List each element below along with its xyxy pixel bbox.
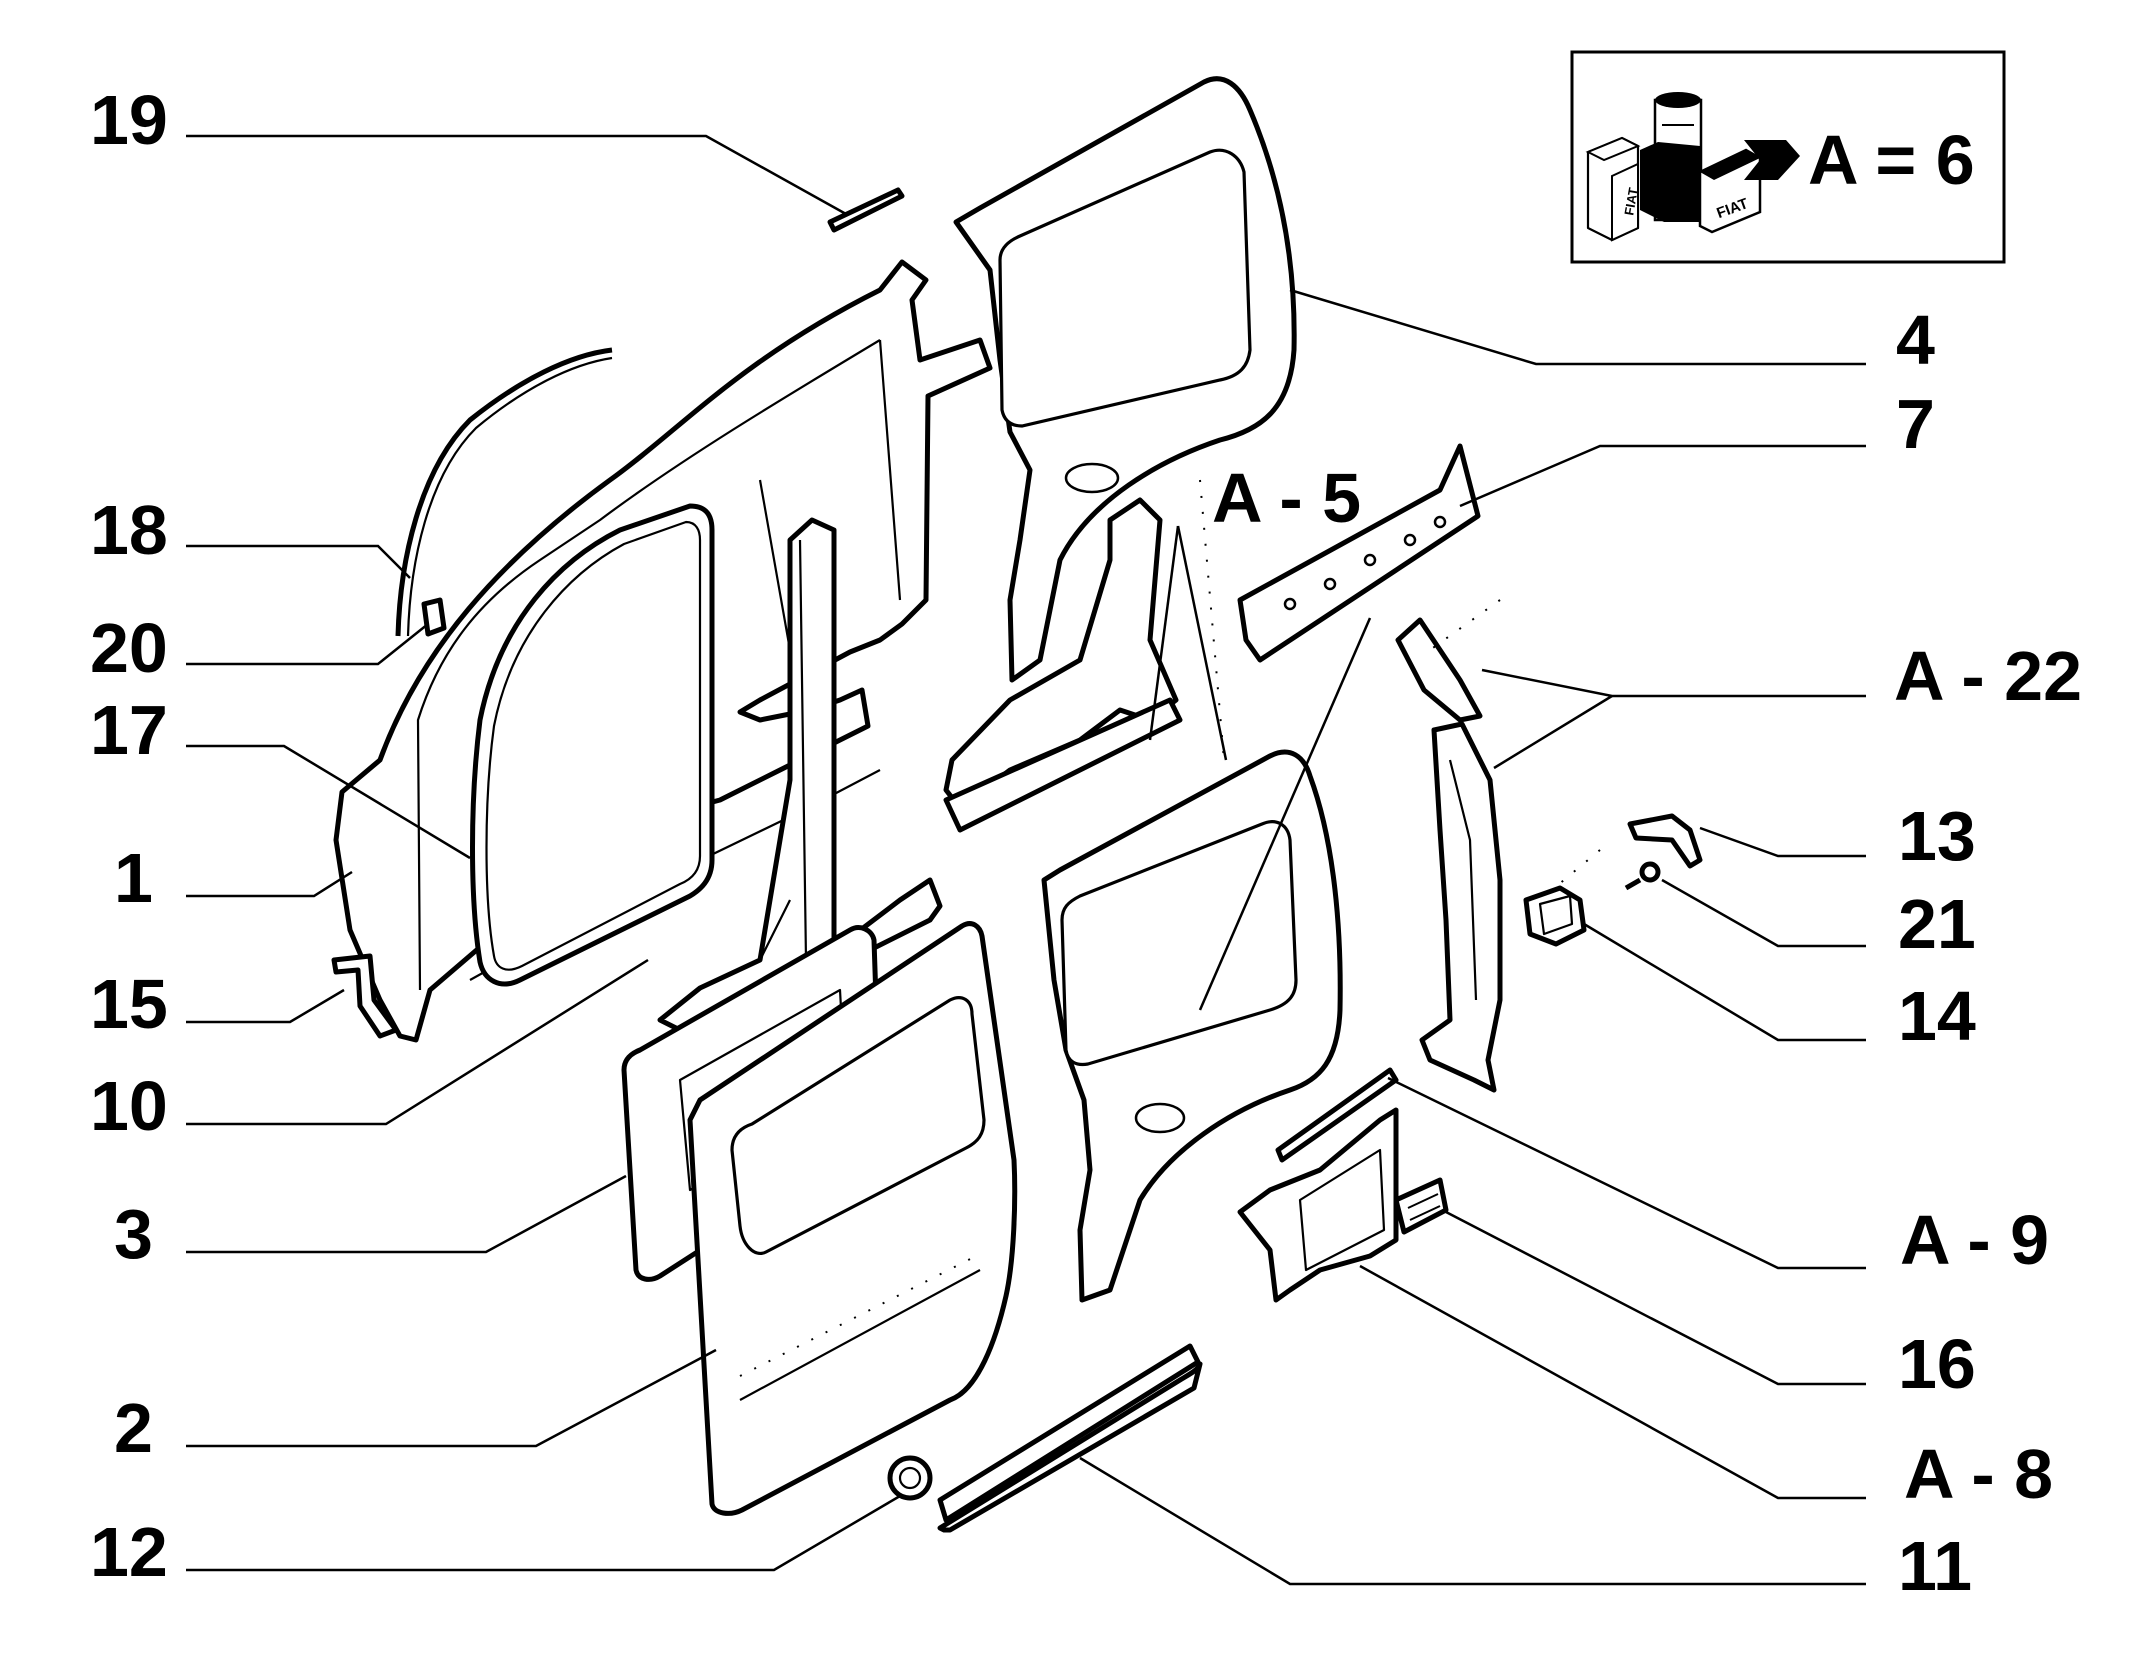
leader-7 [1459, 444, 1866, 508]
callout-17: 17 [90, 691, 168, 769]
part-16-vent-grille [1393, 1177, 1449, 1235]
leader-14 [1583, 922, 1866, 1042]
leader-a5-3 [1198, 617, 1372, 1011]
leader-2 [186, 1348, 717, 1448]
leader-a22-2 [1493, 694, 1613, 770]
callout-12: 12 [90, 1513, 168, 1591]
callout-16: 16 [1898, 1325, 1976, 1403]
callout-18: 18 [90, 491, 168, 569]
callout-4: 4 [1896, 301, 1935, 379]
leader-4 [1289, 288, 1866, 366]
svg-text:FIAT: FIAT [1621, 186, 1641, 216]
callout-a5: A - 5 [1212, 459, 1361, 537]
part-12-cap [887, 1455, 933, 1501]
part-18-curved-seal [395, 347, 613, 637]
leader-lines [186, 134, 1866, 1586]
part-a9-sill [1275, 1067, 1399, 1163]
leader-17 [186, 744, 471, 860]
callout-14: 14 [1898, 977, 1976, 1055]
part-17-door-seal [470, 503, 715, 987]
callout-2: 2 [114, 1389, 153, 1467]
leader-12 [186, 1494, 901, 1572]
leader-3 [186, 1174, 627, 1254]
leader-13 [1699, 826, 1866, 858]
leader-a5-2 [1176, 525, 1228, 761]
leader-15 [186, 988, 345, 1024]
callout-3: 3 [114, 1195, 153, 1273]
part-2-sliding-door [687, 921, 1018, 1516]
part-11-moulding [937, 1343, 1203, 1533]
callout-11: 11 [1898, 1527, 1972, 1605]
part-a22-rear-pillar [1395, 617, 1503, 1093]
fiat-parts-box-icon: FIAT FIAT FIAT [1585, 92, 1800, 242]
part-20-clip [421, 597, 447, 637]
part-14-latch [1523, 885, 1587, 947]
leader-10 [186, 958, 649, 1126]
callout-15: 15 [90, 965, 168, 1043]
legend-box: FIAT FIAT FIAT A = 6 [1570, 50, 2006, 264]
leader-a9 [1387, 1076, 1866, 1270]
leader-a8 [1359, 1264, 1866, 1500]
leader-a22 [1481, 668, 1866, 698]
part-19-roof-strip [827, 187, 905, 233]
part-a5-inner-pillar [943, 497, 1183, 833]
part-15-bracket [331, 953, 399, 1039]
leader-19 [186, 134, 847, 216]
callout-labels: 19 18 20 17 1 15 10 3 2 12 4 7 A - 5 A -… [90, 81, 2082, 1605]
legend-box-label: A = 6 [1808, 121, 1975, 199]
part-21-screw [1624, 861, 1661, 891]
leader-21 [1661, 878, 1866, 948]
callout-a8: A - 8 [1904, 1435, 2053, 1513]
leader-16 [1445, 1210, 1866, 1386]
part-4-rear-quarter-panel [953, 76, 1297, 683]
leader-1 [186, 870, 353, 898]
part-7-rail [1237, 443, 1481, 663]
leader-11 [1079, 1456, 1866, 1586]
callout-a9: A - 9 [1900, 1201, 2049, 1279]
callout-10: 10 [90, 1067, 168, 1145]
callout-13: 13 [1898, 797, 1976, 875]
callout-a22: A - 22 [1894, 637, 2082, 715]
callout-21: 21 [1898, 885, 1976, 963]
part-13-bracket [1627, 813, 1703, 869]
callout-20: 20 [90, 609, 168, 687]
part-quarter-panel-lower [1041, 749, 1343, 1303]
leader-18 [186, 544, 411, 579]
leader-20 [186, 623, 429, 666]
callout-1: 1 [114, 839, 153, 917]
part-a8-inner-panel [1237, 1107, 1399, 1303]
callout-19: 19 [90, 81, 168, 159]
callout-7: 7 [1896, 385, 1935, 463]
leader-a5-1 [1148, 525, 1180, 741]
